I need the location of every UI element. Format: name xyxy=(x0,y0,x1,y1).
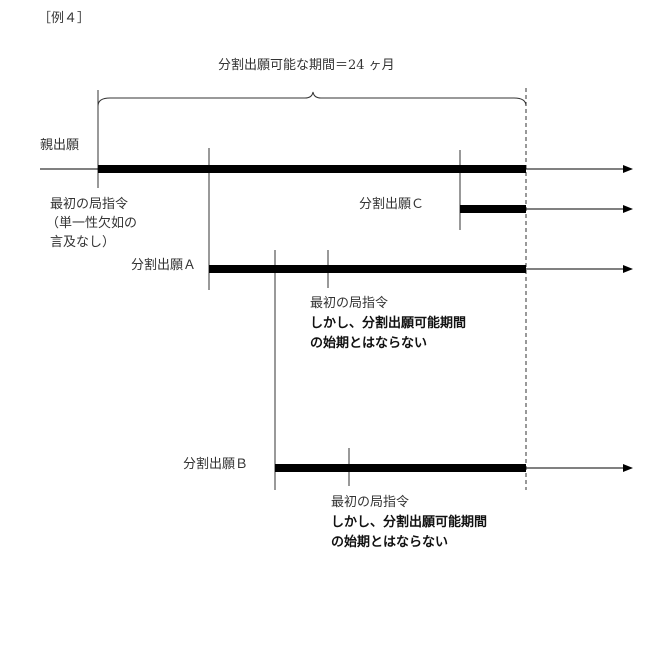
parent-note-line3: 言及なし） xyxy=(50,235,116,250)
div-b-timeline-bar xyxy=(275,464,526,472)
div-c-label: 分割出願Ｃ xyxy=(359,197,425,212)
parent-note-line2: （単一性欠如の xyxy=(46,216,138,231)
parent-timeline-bar xyxy=(98,165,526,173)
div-a-note-line2: しかし、分割出願可能期間 xyxy=(310,316,467,331)
period-label: 分割出願可能な期間＝24 ヶ月 xyxy=(218,58,395,73)
div-b-label: 分割出願Ｂ xyxy=(183,457,249,472)
parent-note-line1: 最初の局指令 xyxy=(50,197,129,212)
div-b-note-line3: の始期とはならない xyxy=(331,535,449,550)
div-c-timeline-bar xyxy=(460,205,526,213)
div-a-label: 分割出願Ａ xyxy=(131,258,197,273)
parent-label: 親出願 xyxy=(40,138,80,153)
div-b-note-line1: 最初の局指令 xyxy=(331,495,410,510)
div-a-note-line3: の始期とはならない xyxy=(310,336,428,351)
div-a-note-line1: 最初の局指令 xyxy=(310,296,389,311)
div-a-timeline-bar xyxy=(209,265,526,273)
div-b-note-line2: しかし、分割出願可能期間 xyxy=(331,515,488,530)
figure-label: ［例４］ xyxy=(38,11,91,26)
period-brace xyxy=(97,91,527,107)
